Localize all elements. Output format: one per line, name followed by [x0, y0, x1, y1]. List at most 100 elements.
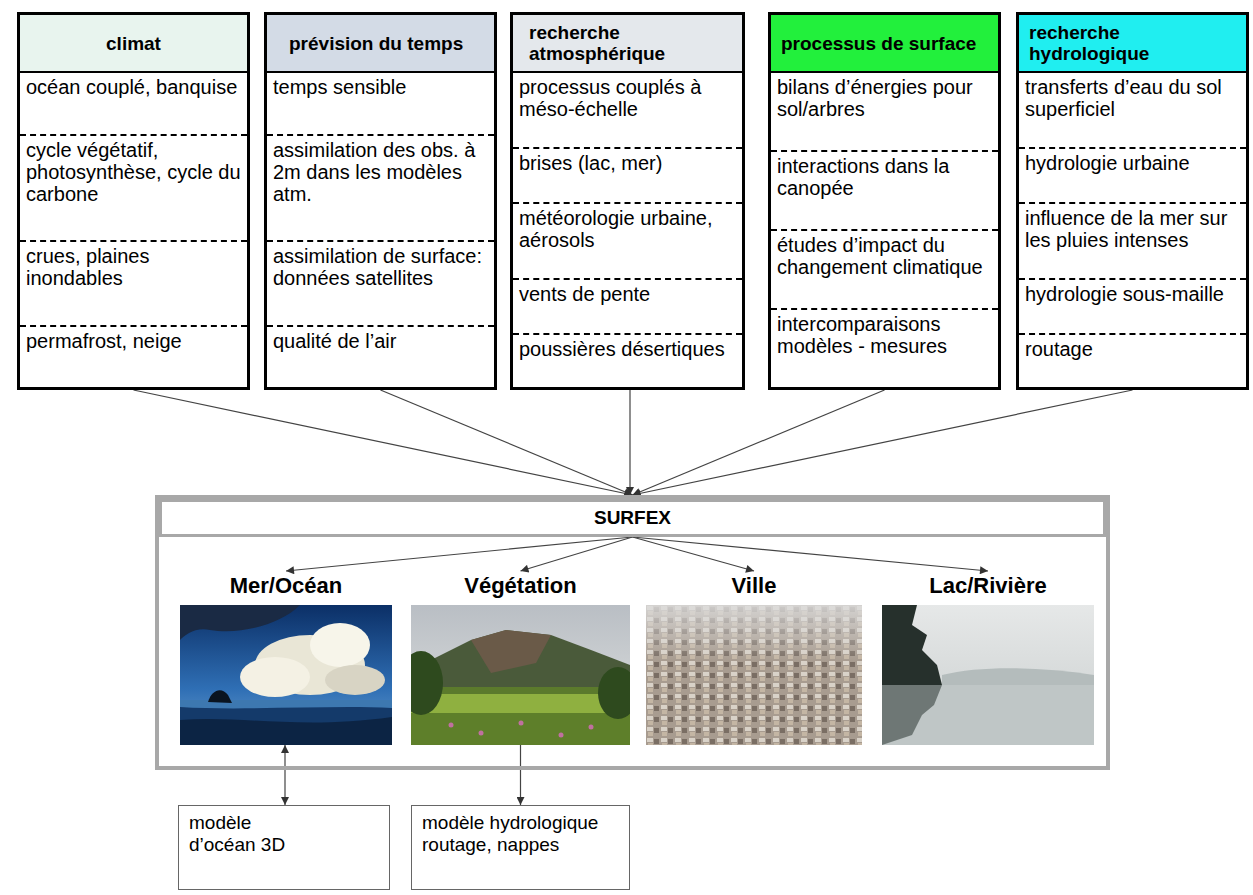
topic-list: bilans d’énergies pour sol/arbresinterac… [771, 73, 998, 387]
tile-label: Végétation [411, 572, 630, 600]
topic-item: brises (lac, mer) [513, 147, 742, 201]
picture-part [646, 605, 862, 745]
topic-title: recherche hydrologique [1029, 22, 1238, 64]
picture-part [479, 731, 484, 736]
connector-arrow [284, 745, 285, 805]
picture-part [180, 700, 392, 745]
topic-box: climat océan couplé, banquisecycle végéta… [17, 12, 250, 390]
picture-part [589, 725, 594, 730]
picture-part [411, 605, 630, 745]
lake-photo [882, 605, 1094, 745]
box-text: modèle hydrologique routage, nappes [422, 812, 619, 856]
topic-title: processus de surface [781, 33, 976, 54]
topic-item: temps sensible [267, 73, 494, 134]
topic-item: océan couplé, banquise [20, 73, 247, 134]
picture-part [882, 605, 1094, 745]
tile-label: Lac/Rivière [882, 572, 1094, 600]
topic-title: climat [106, 33, 161, 54]
surface-tile: Ville [646, 572, 862, 745]
topic-item: routage [1019, 333, 1246, 387]
picture-part [208, 690, 232, 703]
picture-part [411, 651, 443, 715]
picture-part [882, 685, 942, 745]
picture-part [411, 687, 630, 717]
topic-item: permafrost, neige [20, 325, 247, 388]
model-box: modèle d’océan 3D [178, 805, 390, 890]
topic-item: assimilation de surface: données satelli… [267, 240, 494, 325]
connector-arrow [633, 390, 885, 495]
topic-list: temps sensibleassimilation des obs. à 2m… [267, 73, 494, 387]
topic-header: climat [20, 15, 247, 73]
tile-label: Ville [646, 572, 862, 600]
connector-arrow [286, 537, 633, 571]
topic-item: transferts d’eau du sol superficiel [1019, 73, 1246, 147]
topic-box: recherche hydrologique transferts d’eau d… [1016, 12, 1249, 390]
topic-item: études d’impact du changement climatique [771, 229, 998, 308]
topic-list: processus couplés à méso-échellebrises (… [513, 73, 742, 387]
picture-part [411, 713, 630, 745]
picture-part [449, 723, 454, 728]
picture-part [240, 657, 310, 697]
model-title: SURFEX [159, 499, 1106, 537]
box-text: modèle d’océan 3D [189, 812, 309, 856]
model-frame: SURFEX Mer/Océan Végétation Ville Lac/Rivièr… [155, 495, 1110, 770]
picture-part [882, 685, 1094, 745]
picture-part [559, 733, 564, 738]
city-photo [646, 605, 862, 745]
tile-label: Mer/Océan [180, 572, 392, 600]
connector-arrow [633, 537, 755, 571]
topic-box: recherche atmosphérique processus couplés… [510, 12, 745, 390]
picture-part [411, 630, 630, 700]
topic-item: intercomparaisons modèles - mesures [771, 308, 998, 387]
topic-item: vents de pente [513, 278, 742, 332]
model-box: modèle hydrologique routage, nappes [411, 805, 630, 890]
topic-item: bilans d’énergies pour sol/arbres [771, 73, 998, 150]
surface-tile: Végétation [411, 572, 630, 745]
topic-item: cycle végétatif, photosynthèse, cycle du… [20, 134, 247, 241]
topic-item: crues, plaines inondables [20, 240, 247, 325]
picture-part [519, 721, 524, 726]
surface-tile: Lac/Rivière [882, 572, 1094, 745]
picture-part [411, 687, 630, 694]
connector-arrow [520, 745, 521, 805]
topic-header: recherche atmosphérique [513, 15, 742, 73]
topic-header: prévision du temps [267, 15, 494, 73]
picture-part [310, 623, 370, 667]
picture-part [180, 605, 392, 745]
picture-part [471, 630, 551, 673]
topic-header: recherche hydrologique [1019, 15, 1246, 73]
connector-arrow [521, 537, 633, 571]
topic-item: poussières désertiques [513, 333, 742, 387]
picture-part [180, 605, 300, 640]
topic-list: océan couplé, banquisecycle végétatif, p… [20, 73, 247, 387]
topic-box: prévision du tempstemps sensibleassimila… [264, 12, 497, 390]
connector-arrow [633, 537, 989, 571]
topic-box: processus de surface bilans d’énergies po… [768, 12, 1001, 390]
topic-list: transferts d’eau du sol superficielhydro… [1019, 73, 1246, 387]
picture-part [180, 717, 392, 745]
connector-arrow [629, 390, 630, 495]
topic-title: prévision du temps [289, 33, 463, 54]
topic-item: influence de la mer sur les pluies inten… [1019, 202, 1246, 278]
picture-part [598, 667, 630, 719]
topic-item: qualité de l’air [267, 325, 494, 388]
picture-part [942, 668, 1094, 685]
topic-title: recherche atmosphérique [529, 22, 734, 64]
topic-item: interactions dans la canopée [771, 150, 998, 229]
surface-tile: Mer/Océan [180, 572, 392, 745]
topic-item: hydrologie urbaine [1019, 147, 1246, 201]
connector-arrow [134, 390, 633, 495]
topic-item: météorologie urbaine, aérosols [513, 202, 742, 278]
connector-arrow [381, 390, 633, 495]
picture-part [646, 605, 862, 745]
sea-photo [180, 605, 392, 745]
topic-item: assimilation des obs. à 2m dans les modè… [267, 134, 494, 241]
vegetation-photo [411, 605, 630, 745]
connector-arrow [633, 390, 1133, 495]
topic-item: hydrologie sous-maille [1019, 278, 1246, 332]
topic-header: processus de surface [771, 15, 998, 73]
topic-item: processus couplés à méso-échelle [513, 73, 742, 147]
picture-part [882, 605, 942, 685]
